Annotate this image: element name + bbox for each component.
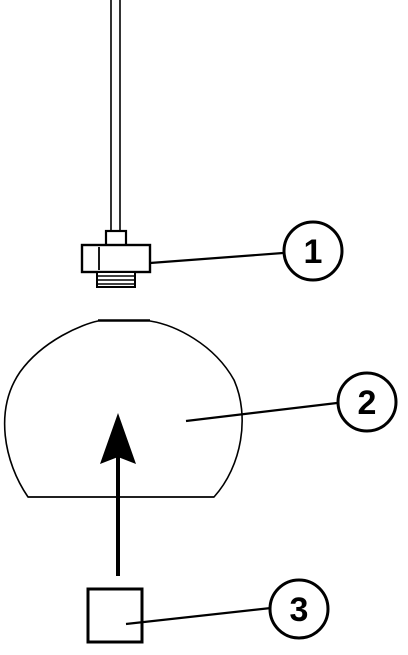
callout-2: 2 (336, 371, 398, 433)
callout-2-number: 2 (358, 384, 377, 422)
callout-3-number: 3 (290, 591, 309, 629)
callout-2-circle (336, 371, 398, 433)
callout-3-circle (268, 578, 330, 640)
suspension-cable (110, 0, 121, 232)
callout-1-leader (149, 251, 284, 265)
callout-3: 3 (268, 578, 330, 640)
callout-1-number: 1 (304, 233, 323, 271)
callout-2-leader (185, 401, 338, 423)
glass-shade (3, 319, 243, 498)
callout-1: 1 (282, 220, 344, 282)
callout-1-circle (282, 220, 344, 282)
insertion-arrow (100, 413, 136, 576)
bulb-box (86, 587, 144, 644)
socket-holder (80, 229, 152, 288)
callout-3-leader (125, 606, 272, 626)
